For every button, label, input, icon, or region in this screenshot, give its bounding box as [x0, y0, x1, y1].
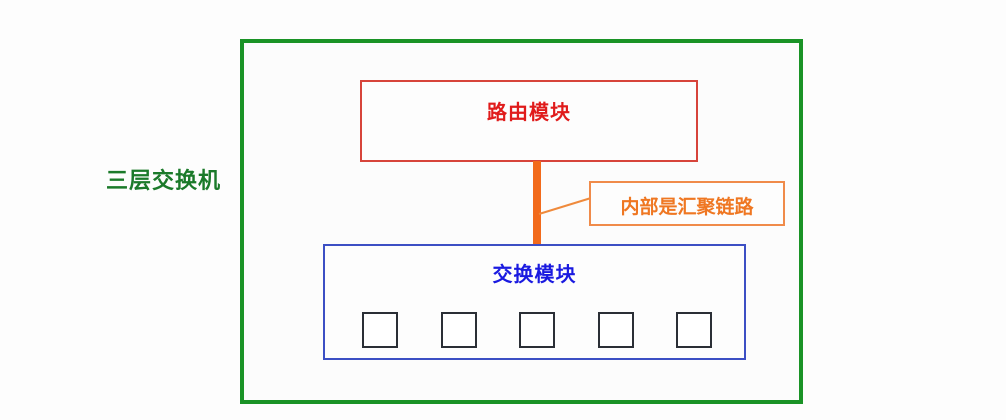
port-square-4[interactable] — [597, 312, 634, 348]
watermark — [820, 404, 1006, 420]
internal-aggregation-link — [533, 161, 541, 246]
internal-link-callout-box: 内部是汇聚链路 — [589, 181, 785, 226]
callout-leader-line — [536, 189, 596, 219]
device-label: 三层交换机 — [106, 168, 222, 193]
leader-line-svg — [538, 197, 592, 215]
port-square-2[interactable] — [440, 312, 477, 348]
switching-module-box: 交换模块 — [323, 244, 746, 360]
routing-module-title: 路由模块 — [487, 102, 571, 124]
port-row — [362, 312, 712, 350]
port-square-3[interactable] — [519, 312, 555, 348]
layer3-switch-chassis: 路由模块 内部是汇聚链路 交换模块 — [240, 39, 803, 404]
port-square-5[interactable] — [676, 312, 712, 348]
switching-module-title: 交换模块 — [492, 264, 577, 286]
internal-link-callout-text: 内部是汇聚链路 — [620, 197, 754, 218]
port-square-1[interactable] — [362, 312, 398, 348]
routing-module-box: 路由模块 — [360, 80, 698, 162]
